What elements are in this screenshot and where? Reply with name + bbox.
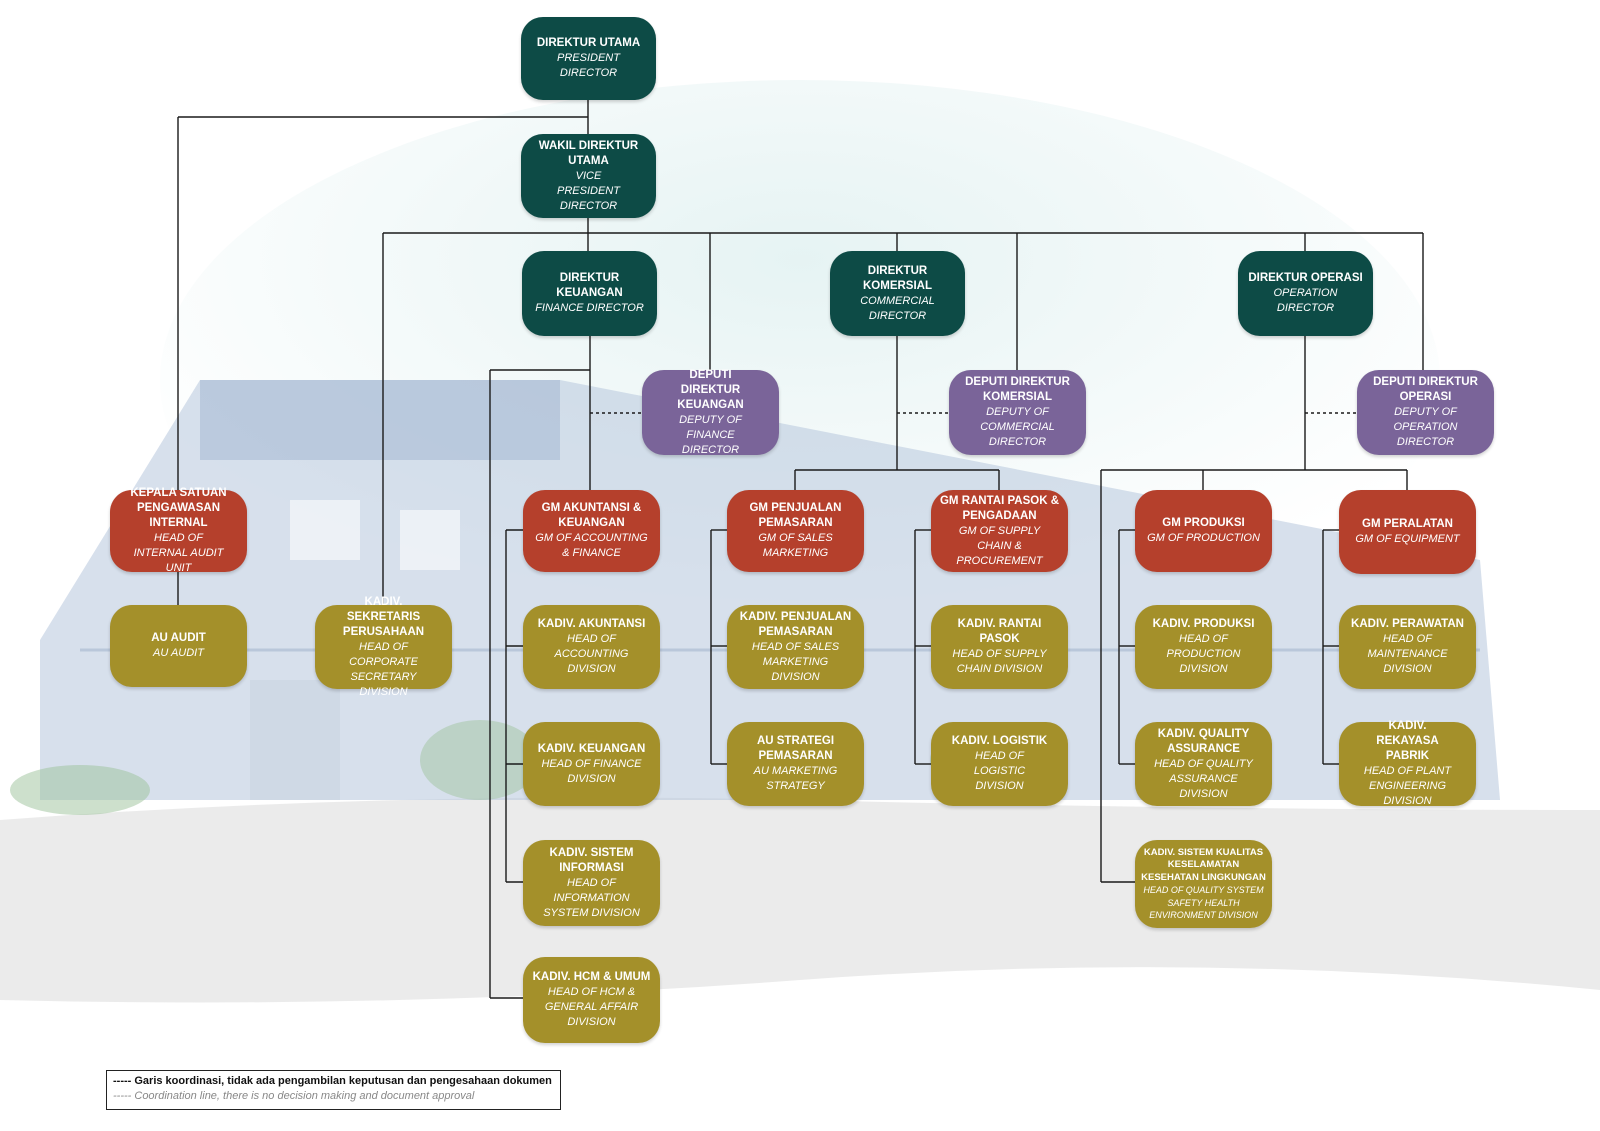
box-subtitle: AU AUDIT <box>153 647 204 659</box>
gm-accounting-finance-box: GM AKUNTANSI & KEUANGAN GM OF ACCOUNTING… <box>523 490 660 572</box>
box-subtitle: GM OF SALES MARKETING <box>758 532 833 559</box>
box-title: KADIV. KEUANGAN <box>537 742 646 755</box>
box-subtitle: HEAD OF SUPPLY CHAIN DIVISION <box>952 648 1047 675</box>
marketing-strategy-unit-box: AU STRATEGI PEMASARAN AU MARKETING STRAT… <box>727 722 864 806</box>
president-director-box: DIREKTUR UTAMA PRESIDENT DIRECTOR <box>521 17 656 100</box>
quality-assurance-division-box: KADIV. QUALITY ASSURANCE HEAD OF QUALITY… <box>1135 722 1272 806</box>
commercial-director-box: DIREKTUR KOMERSIAL COMMERCIAL DIRECTOR <box>830 251 965 336</box>
box-subtitle: VICE PRESIDENT DIRECTOR <box>557 169 620 212</box>
logistic-division-box: KADIV. LOGISTIK HEAD OF LOGISTIC DIVISIO… <box>931 722 1068 806</box>
box-title: WAKIL DIREKTUR UTAMA <box>538 139 639 167</box>
corporate-secretary-division-box: KADIV. SEKRETARIS PERUSAHAAN HEAD OF COR… <box>315 596 452 698</box>
quality-safety-health-environment-division-box: KADIV. SISTEM KUALITAS KESELAMATAN KESEH… <box>1135 840 1272 928</box>
box-title: KEPALA SATUAN PENGAWASAN INTERNAL <box>130 487 227 529</box>
box-subtitle: HEAD OF MAINTENANCE DIVISION <box>1367 633 1448 675</box>
deputy-commercial-director-box: DEPUTI DIREKTUR KOMERSIAL DEPUTY OF COMM… <box>949 370 1086 455</box>
box-title: GM AKUNTANSI & KEUANGAN <box>541 502 642 529</box>
box-subtitle: AU MARKETING STRATEGY <box>753 765 838 792</box>
box-subtitle: GM OF SUPPLY CHAIN & PROCUREMENT <box>956 524 1043 567</box>
box-title: KADIV. PRODUKSI <box>1152 618 1255 630</box>
box-subtitle: HEAD OF INTERNAL AUDIT UNIT <box>133 532 224 574</box>
box-subtitle: HEAD OF PRODUCTION DIVISION <box>1166 633 1241 675</box>
box-subtitle: DEPUTY OF OPERATION DIRECTOR <box>1393 406 1458 448</box>
box-subtitle: FINANCE DIRECTOR <box>535 302 644 314</box>
box-subtitle: PRESIDENT DIRECTOR <box>557 52 620 79</box>
gm-equipment-box: GM PERALATAN GM OF EQUIPMENT <box>1339 490 1476 574</box>
internal-audit-head-box: KEPALA SATUAN PENGAWASAN INTERNAL HEAD O… <box>110 487 247 574</box>
box-subtitle: HEAD OF INFORMATION SYSTEM DIVISION <box>543 876 640 919</box>
box-subtitle: DEPUTY OF FINANCE DIRECTOR <box>679 413 742 456</box>
box-title: AU AUDIT <box>151 632 206 644</box>
box-subtitle: HEAD OF LOGISTIC DIVISION <box>973 750 1026 792</box>
gm-sales-marketing-box: GM PENJUALAN PEMASARAN GM OF SALES MARKE… <box>727 490 864 572</box>
box-title: KADIV. LOGISTIK <box>951 735 1048 747</box>
legend-box: ----- Garis koordinasi, tidak ada pengam… <box>106 1070 561 1110</box>
box-title: AU STRATEGI PEMASARAN <box>756 735 835 762</box>
box-subtitle: HEAD OF HCM & GENERAL AFFAIR DIVISION <box>544 986 639 1028</box>
finance-director-box: DIREKTUR KEUANGAN FINANCE DIRECTOR <box>522 251 657 336</box>
box-subtitle: OPERATION DIRECTOR <box>1273 287 1338 314</box>
box-subtitle: GM OF PRODUCTION <box>1147 532 1260 544</box>
production-division-box: KADIV. PRODUKSI HEAD OF PRODUCTION DIVIS… <box>1135 605 1272 689</box>
box-subtitle: HEAD OF SALES MARKETING DIVISION <box>751 640 840 683</box>
vice-president-director-box: WAKIL DIREKTUR UTAMA VICE PRESIDENT DIRE… <box>521 134 656 218</box>
box-title: DIREKTUR KOMERSIAL <box>863 264 932 292</box>
gm-supply-chain-procurement-box: GM RANTAI PASOK & PENGADAAN GM OF SUPPLY… <box>931 490 1068 572</box>
box-title: DEPUTI DIREKTUR OPERASI <box>1373 376 1478 403</box>
box-title: DIREKTUR OPERASI <box>1248 272 1363 284</box>
finance-division-box: KADIV. KEUANGAN HEAD OF FINANCE DIVISION <box>523 722 660 806</box>
box-subtitle: HEAD OF QUALITY ASSURANCE DIVISION <box>1154 757 1253 800</box>
box-title: KADIV. PERAWATAN <box>1351 618 1464 630</box>
box-subtitle: HEAD OF CORPORATE SECRETARY DIVISION <box>349 640 418 698</box>
box-subtitle: DEPUTY OF COMMERCIAL DIRECTOR <box>980 406 1055 448</box>
box-title: GM PRODUKSI <box>1162 517 1245 529</box>
box-title: KADIV. QUALITY ASSURANCE <box>1157 727 1250 755</box>
box-title: KADIV. REKAYASA PABRIK <box>1376 720 1439 762</box>
box-subtitle: COMMERCIAL DIRECTOR <box>860 294 935 322</box>
au-audit-box: AU AUDIT AU AUDIT <box>110 605 247 687</box>
operation-director-box: DIREKTUR OPERASI OPERATION DIRECTOR <box>1238 251 1373 336</box>
box-title: DEPUTI DIREKTUR KOMERSIAL <box>965 376 1070 403</box>
plant-engineering-division-box: KADIV. REKAYASA PABRIK HEAD OF PLANT ENG… <box>1339 720 1476 807</box>
box-subtitle: HEAD OF ACCOUNTING DIVISION <box>554 633 629 675</box>
information-system-division-box: KADIV. SISTEM INFORMASI HEAD OF INFORMAT… <box>523 840 660 926</box>
accounting-division-box: KADIV. AKUNTANSI HEAD OF ACCOUNTING DIVI… <box>523 605 660 689</box>
box-subtitle: HEAD OF FINANCE DIVISION <box>541 757 642 785</box>
box-title: KADIV. HCM & UMUM <box>532 971 651 983</box>
box-title: GM RANTAI PASOK & PENGADAAN <box>939 494 1060 522</box>
box-title: GM PERALATAN <box>1362 518 1453 530</box>
box-subtitle: HEAD OF PLANT ENGINEERING DIVISION <box>1363 765 1452 807</box>
box-subtitle: GM OF EQUIPMENT <box>1355 533 1460 545</box>
maintenance-division-box: KADIV. PERAWATAN HEAD OF MAINTENANCE DIV… <box>1339 605 1476 689</box>
box-title: KADIV. RANTAI PASOK <box>957 618 1042 645</box>
box-subtitle: GM OF ACCOUNTING & FINANCE <box>535 532 648 559</box>
hcm-general-affair-division-box: KADIV. HCM & UMUM HEAD OF HCM & GENERAL … <box>523 957 660 1043</box>
deputy-finance-director-box: DEPUTI DIREKTUR KEUANGAN DEPUTY OF FINAN… <box>642 368 779 456</box>
box-title: KADIV. SISTEM INFORMASI <box>549 846 634 874</box>
box-title: DIREKTUR UTAMA <box>536 37 641 49</box>
box-title: DIREKTUR KEUANGAN <box>556 272 623 299</box>
box-title: KADIV. AKUNTANSI <box>537 618 646 630</box>
legend-line-indonesian: ----- Garis koordinasi, tidak ada pengam… <box>113 1075 552 1087</box>
box-title: KADIV. PENJUALAN PEMASARAN <box>739 610 852 638</box>
box-subtitle: HEAD OF QUALITY SYSTEM SAFETY HEALTH ENV… <box>1143 885 1264 920</box>
deputy-operation-director-box: DEPUTI DIREKTUR OPERASI DEPUTY OF OPERAT… <box>1357 370 1494 455</box>
sales-marketing-division-box: KADIV. PENJUALAN PEMASARAN HEAD OF SALES… <box>727 605 864 689</box>
box-title: KADIV. SEKRETARIS PERUSAHAAN <box>342 595 425 638</box>
legend-line-english: ----- Coordination line, there is no dec… <box>113 1090 475 1102</box>
box-title: GM PENJUALAN PEMASARAN <box>749 502 842 529</box>
box-title: DEPUTI DIREKTUR KEUANGAN <box>677 368 744 411</box>
supply-chain-division-box: KADIV. RANTAI PASOK HEAD OF SUPPLY CHAIN… <box>931 605 1068 689</box>
gm-production-box: GM PRODUKSI GM OF PRODUCTION <box>1135 490 1272 572</box>
box-title: KADIV. SISTEM KUALITAS KESELAMATAN KESEH… <box>1141 846 1266 883</box>
